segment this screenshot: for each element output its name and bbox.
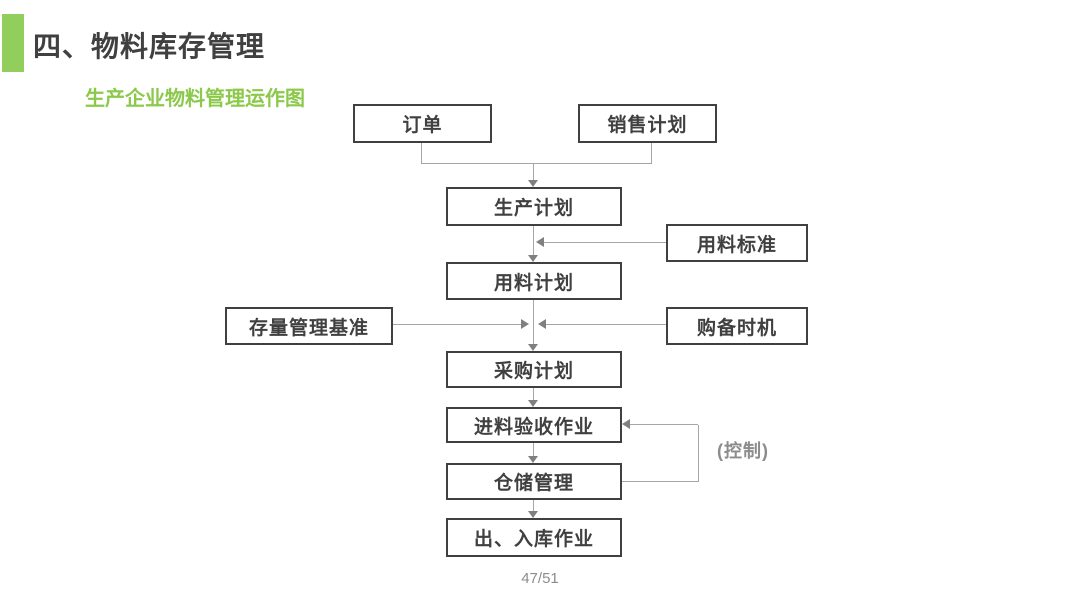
connector-loop-vertical: [698, 425, 699, 482]
flow-node-material-standard: 用料标准: [666, 224, 808, 262]
control-annotation: (控制): [717, 441, 769, 461]
flowchart-caption: 生产企业物料管理运作图: [85, 88, 305, 110]
arrowhead-down-warehouse: [528, 456, 538, 463]
flow-node-warehouse-management: 仓储管理: [446, 463, 622, 500]
connector-inspection-to-warehouse: [533, 443, 534, 457]
arrowhead-down-material-plan: [528, 255, 538, 262]
arrowhead-down-purchase-plan: [528, 344, 538, 351]
flow-node-purchase-timing: 购备时机: [666, 307, 808, 345]
connector-order-stub: [421, 143, 422, 164]
flow-node-sales-plan: 销售计划: [578, 104, 717, 143]
arrowhead-down-inspection: [528, 400, 538, 407]
connector-warehouse-to-inout: [533, 500, 534, 512]
connector-loop-bottom: [622, 481, 698, 482]
connector-loop-top: [630, 424, 698, 425]
arrowhead-down-production: [528, 180, 538, 187]
arrowhead-left-material-standard: [536, 237, 544, 247]
connector-sales-stub: [651, 143, 652, 164]
connector-production-to-material: [533, 226, 534, 256]
arrowhead-right-stock-baseline: [521, 319, 529, 329]
flow-node-order: 订单: [353, 104, 492, 143]
flow-node-stock-baseline: 存量管理基准: [225, 307, 393, 345]
page-number: 47/51: [521, 570, 559, 587]
connector-material-to-purchase: [533, 300, 534, 345]
flow-node-purchase-plan: 采购计划: [446, 351, 622, 388]
title-accent-bar: [2, 14, 24, 72]
flow-node-incoming-inspection: 进料验收作业: [446, 407, 622, 443]
connector-material-standard: [544, 242, 666, 243]
arrowhead-left-purchase-timing: [538, 319, 546, 329]
flow-node-production-plan: 生产计划: [446, 187, 622, 226]
connector-merge-horizontal: [421, 163, 652, 164]
connector-merge-to-production: [533, 163, 534, 181]
flow-node-in-out-operations: 出、入库作业: [446, 518, 622, 557]
connector-purchase-timing: [546, 324, 666, 325]
arrowhead-down-inout: [528, 511, 538, 518]
connector-purchase-to-inspection: [533, 388, 534, 400]
flow-node-material-plan: 用料计划: [446, 262, 622, 300]
arrowhead-left-loop: [622, 419, 630, 429]
page-title: 四、物料库存管理: [33, 31, 266, 62]
connector-stock-baseline: [393, 324, 521, 325]
